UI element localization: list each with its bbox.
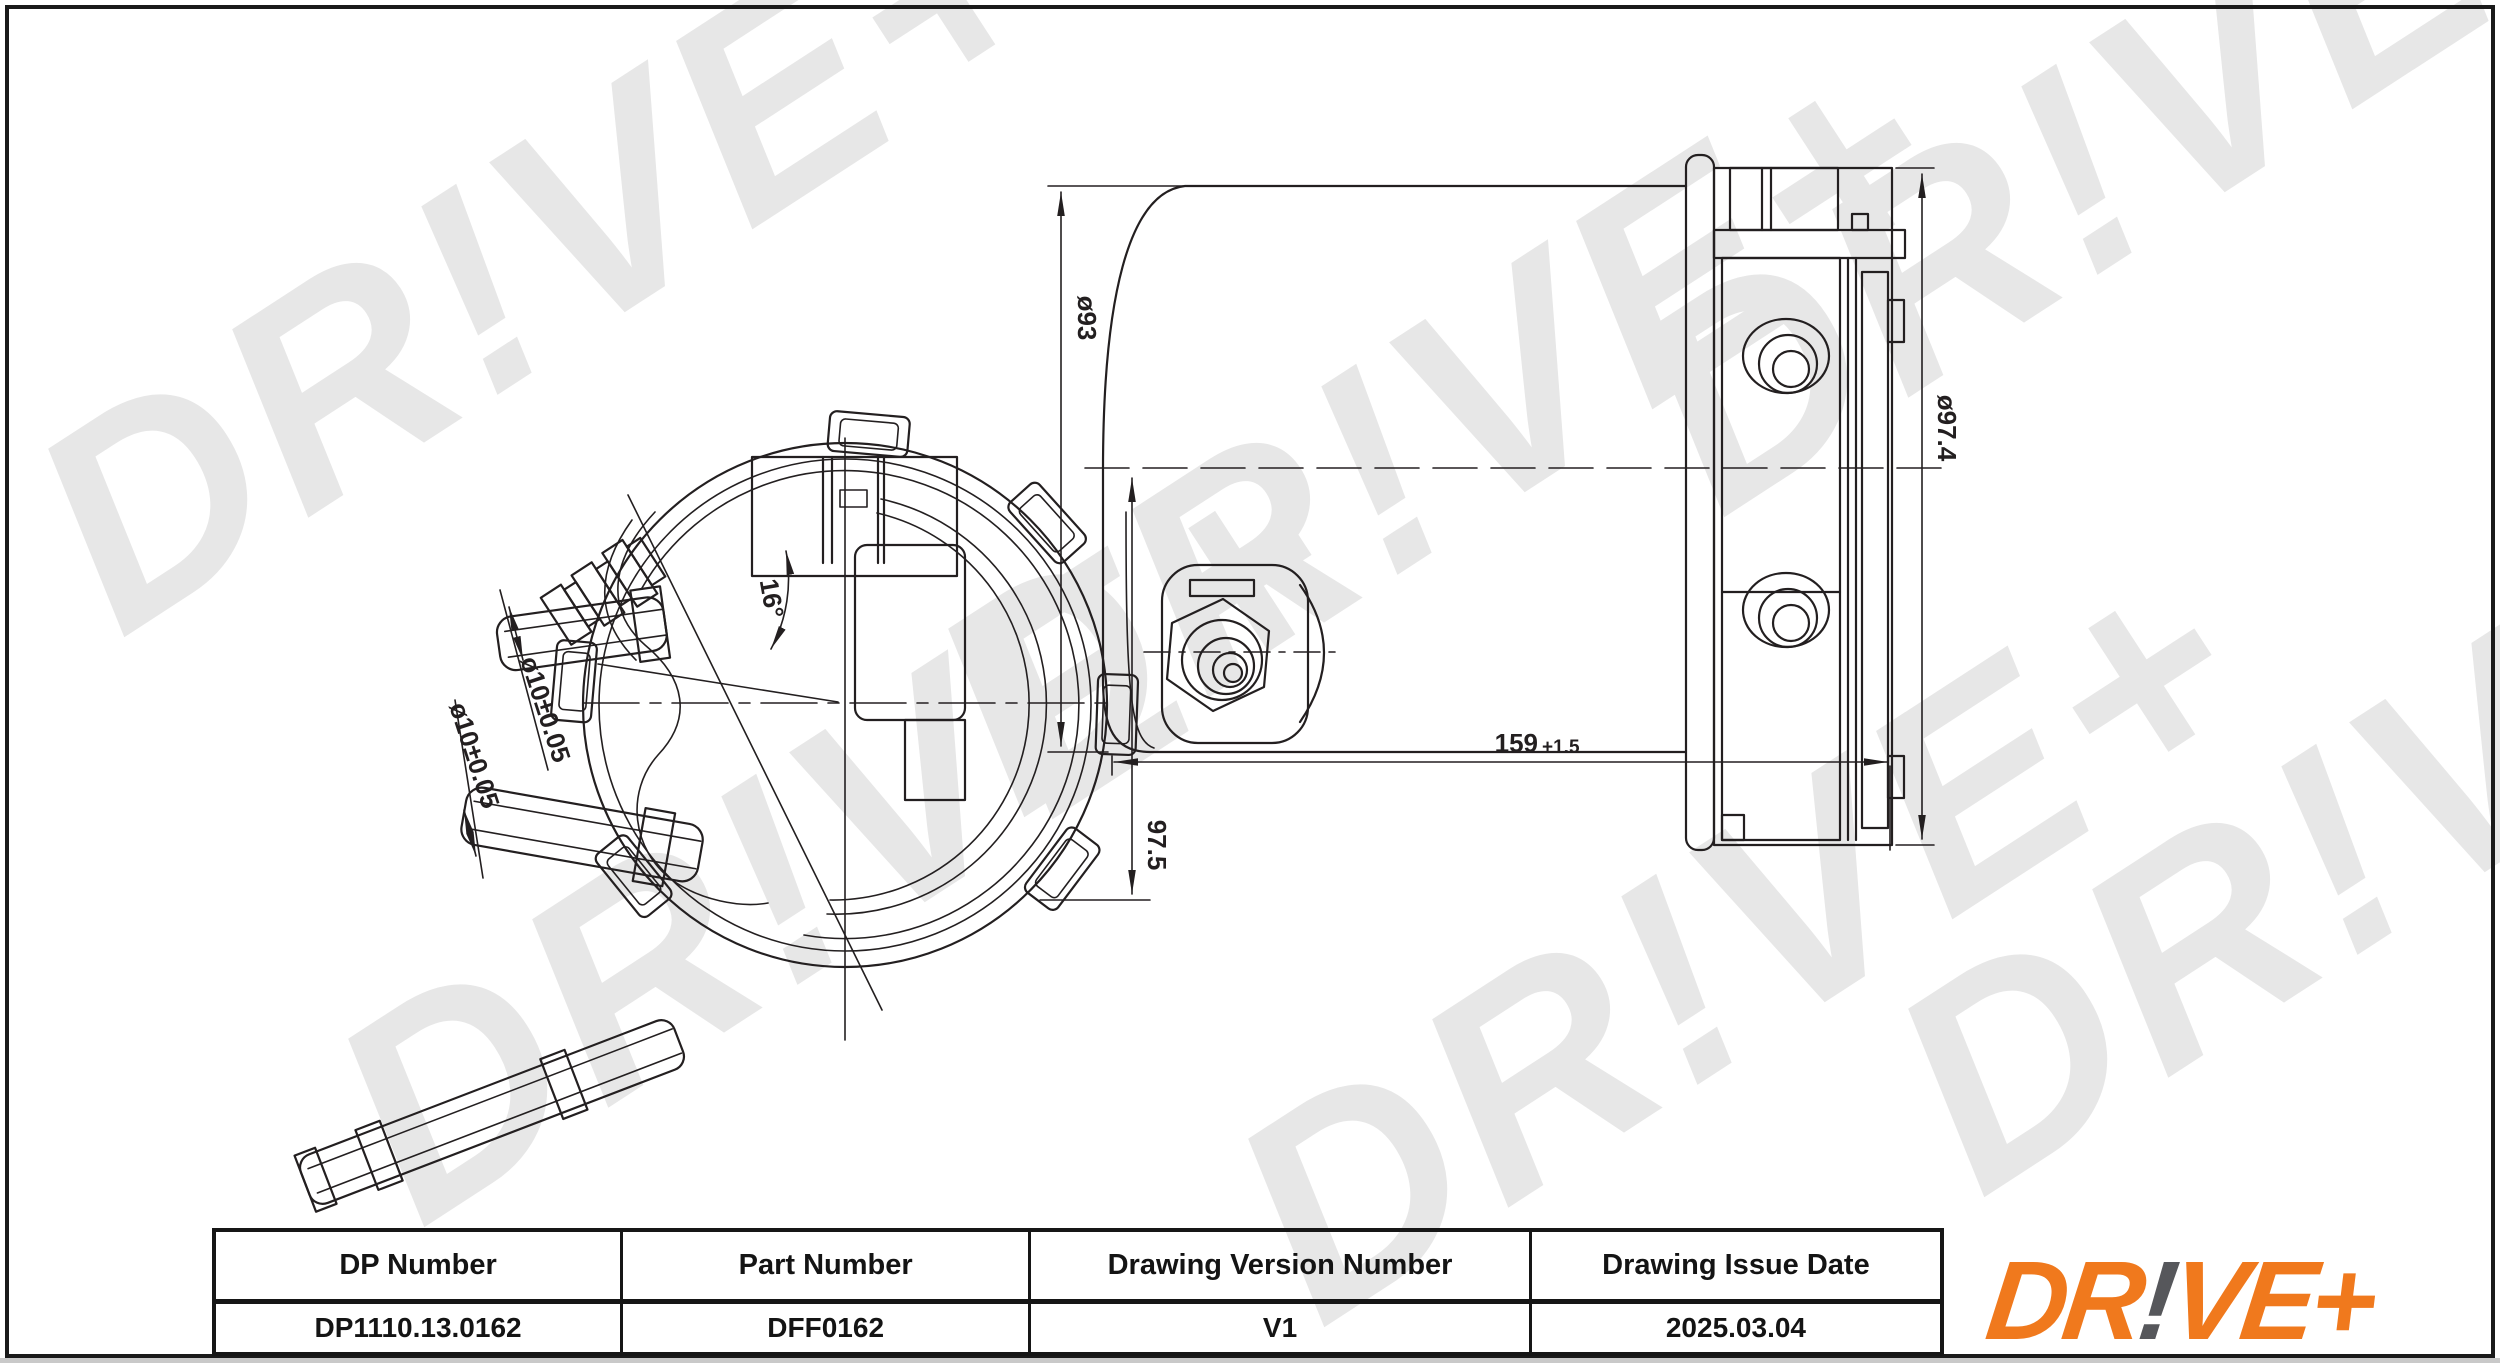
table-value-part-number: DFF0162 — [623, 1304, 1032, 1352]
label-length-tolerance: +1.5 — [1542, 737, 1580, 758]
dimension-height-offset — [1039, 477, 1151, 901]
inner-chamber — [853, 543, 967, 802]
dimensions — [454, 167, 1935, 901]
title-block-table: DP Number Part Number Drawing Version Nu… — [212, 1228, 1944, 1356]
hex-nut — [1165, 597, 1271, 713]
inlet-pipe — [495, 585, 672, 672]
dimension-body-diameter — [1047, 185, 1196, 753]
table-value-drawing-version: V1 — [1031, 1304, 1532, 1352]
filter-body-outline — [1101, 184, 1688, 754]
mounting-bracket — [1684, 153, 1907, 852]
dimension-outlet-diameter — [454, 699, 484, 879]
logo-text-ve-plus: VE+ — [2164, 1238, 2380, 1363]
label-bracket-diameter: ø97.4 — [1932, 395, 1962, 462]
page-border-frame — [5, 5, 2495, 1358]
front-view — [293, 410, 1140, 1213]
label-outlet-diameter: ø10±0.05 — [443, 698, 505, 812]
label-port-angle: 16° — [754, 576, 790, 620]
table-header-drawing-version: Drawing Version Number — [1031, 1232, 1532, 1304]
table-header-part-number: Part Number — [623, 1232, 1032, 1304]
label-body-diameter: ø93 — [1072, 296, 1102, 341]
outlet-pipe — [460, 786, 704, 888]
table-header-dp-number: DP Number — [216, 1232, 624, 1304]
dimension-overall-length — [1111, 755, 1891, 851]
drain-hose — [293, 1019, 686, 1213]
table-header-issue-date: Drawing Issue Date — [1531, 1232, 1940, 1304]
spline-fitting — [539, 536, 667, 646]
bracket-boss-lower — [1741, 571, 1831, 649]
label-overall-length: 159 — [1495, 728, 1538, 758]
dimension-bracket-diameter — [1895, 167, 1935, 846]
label-height-offset: 97.5 — [1142, 820, 1172, 871]
dimension-inlet-diameter — [499, 589, 549, 771]
front-inner-arc — [641, 469, 1080, 940]
logo-text-dr: DR — [1980, 1238, 2148, 1363]
table-value-issue-date: 2025.03.04 — [1665, 1312, 1806, 1343]
sensor-port-fitting — [1143, 563, 1341, 745]
bracket-boss-upper — [1741, 317, 1831, 395]
table-value-dp-number: DP1110.13.0162 — [216, 1304, 624, 1352]
window-edge-strip — [0, 1358, 2500, 1363]
bracket-contour — [617, 511, 769, 906]
diagonal-reference-line — [627, 494, 883, 1011]
drive-logo: DR ! VE+ — [1980, 1238, 2380, 1363]
dimension-port-angle — [770, 550, 795, 650]
side-view — [1084, 153, 1949, 852]
